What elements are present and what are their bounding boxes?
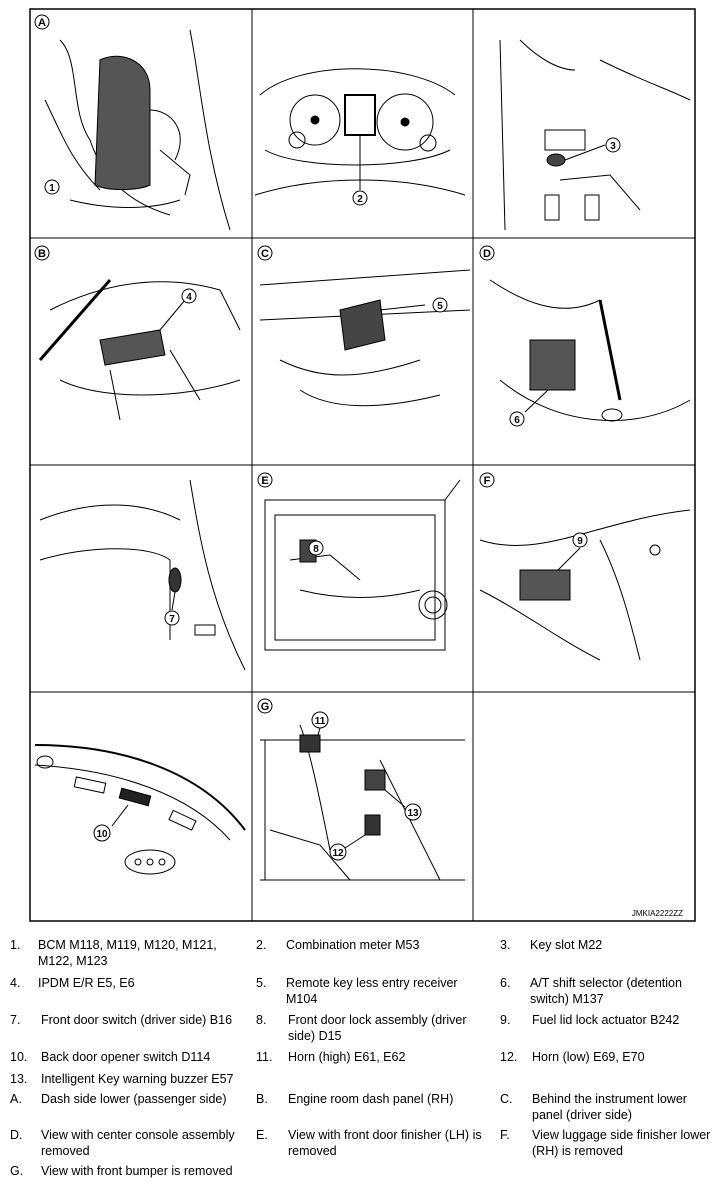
svg-text:1: 1 bbox=[49, 183, 55, 194]
callout-4: 4 bbox=[181, 288, 197, 304]
svg-text:5: 5 bbox=[437, 301, 443, 312]
callout-6: 6 bbox=[509, 411, 525, 427]
callout-9: 9 bbox=[572, 532, 588, 548]
svg-text:2: 2 bbox=[357, 194, 363, 205]
svg-text:E: E bbox=[261, 475, 268, 487]
svg-text:D: D bbox=[483, 248, 491, 260]
callout-12: 12 bbox=[329, 843, 347, 861]
svg-text:11: 11 bbox=[315, 716, 326, 727]
callout-1: 1 bbox=[44, 179, 60, 195]
panel-letter-e: E bbox=[257, 472, 273, 488]
panel-letter-g: G bbox=[257, 698, 273, 714]
svg-text:F: F bbox=[484, 475, 491, 487]
svg-text:9: 9 bbox=[577, 536, 583, 547]
svg-text:13: 13 bbox=[407, 808, 419, 819]
legend: 1. BCM M118, M119, M120, M121, M122, M12… bbox=[10, 938, 711, 1178]
panel-3-illustration bbox=[499, 39, 691, 231]
svg-text:7: 7 bbox=[169, 614, 175, 625]
panel-10-illustration bbox=[34, 744, 246, 875]
panel-letter-c: C bbox=[257, 245, 273, 261]
callout-3: 3 bbox=[605, 137, 621, 153]
panel-letter-f: F bbox=[479, 472, 495, 488]
panel-letter-b: B bbox=[34, 245, 50, 261]
svg-text:8: 8 bbox=[313, 544, 319, 555]
panel-letter-a: A bbox=[34, 14, 50, 30]
panel-g-illustration bbox=[260, 724, 465, 881]
svg-text:C: C bbox=[261, 248, 269, 260]
figure-code: JMKIA2222ZZ bbox=[632, 909, 683, 918]
callout-5: 5 bbox=[432, 297, 448, 313]
callout-2: 2 bbox=[352, 190, 368, 206]
panel-b-illustration bbox=[38, 279, 241, 421]
callout-7: 7 bbox=[164, 610, 180, 626]
callout-11: 11 bbox=[311, 711, 329, 729]
callout-8: 8 bbox=[308, 540, 324, 556]
panel-7-illustration bbox=[39, 479, 246, 671]
svg-text:G: G bbox=[261, 701, 270, 713]
panel-letters: A B C D E F G bbox=[34, 14, 495, 714]
panel-c-illustration bbox=[259, 269, 471, 407]
callouts: 1 2 3 4 5 6 7 8 9 10 11 12 13 bbox=[44, 137, 621, 861]
panel-grid bbox=[30, 9, 695, 921]
panel-a-illustration bbox=[44, 29, 231, 231]
callout-13: 13 bbox=[404, 803, 422, 821]
panel-2-illustration bbox=[254, 68, 466, 196]
svg-text:3: 3 bbox=[610, 141, 616, 152]
component-location-diagram: A B C D E F G 1 2 3 4 5 6 7 8 9 10 11 12… bbox=[29, 8, 696, 922]
svg-text:B: B bbox=[38, 248, 46, 260]
callout-10: 10 bbox=[93, 824, 111, 842]
svg-text:6: 6 bbox=[514, 415, 520, 426]
svg-text:4: 4 bbox=[186, 292, 192, 303]
panel-d-illustration bbox=[489, 279, 691, 422]
svg-text:10: 10 bbox=[96, 829, 108, 840]
svg-text:A: A bbox=[38, 17, 46, 29]
panel-letter-d: D bbox=[479, 245, 495, 261]
svg-text:12: 12 bbox=[332, 848, 344, 859]
